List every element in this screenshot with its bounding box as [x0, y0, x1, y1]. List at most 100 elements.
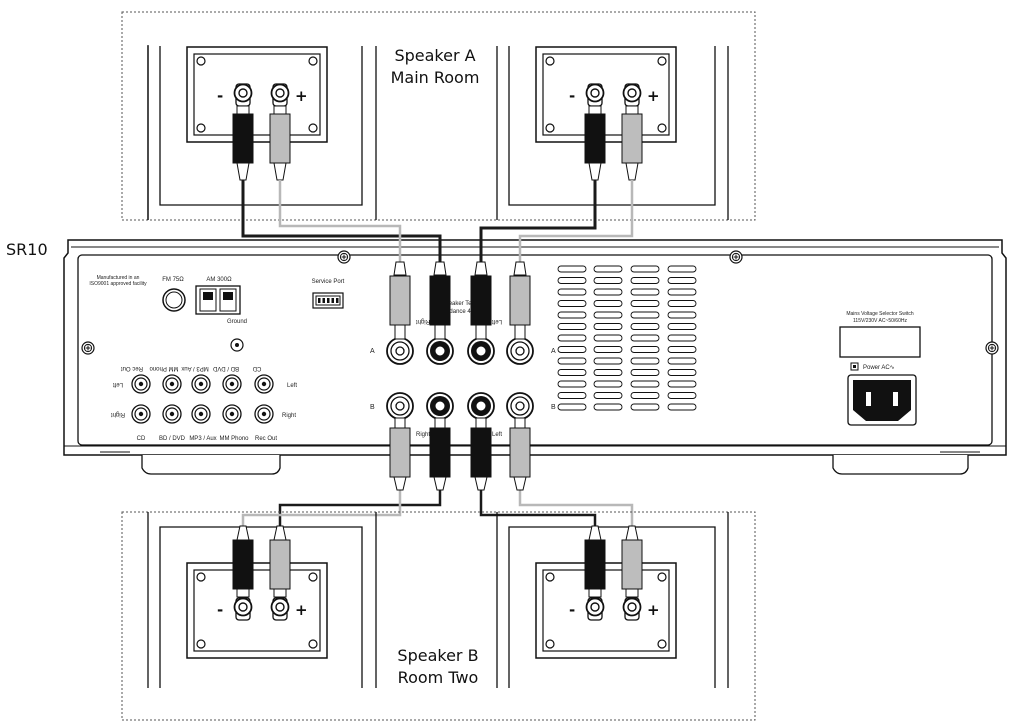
terminal-post-icon [270, 597, 290, 621]
amp-terminal-b-left-minus[interactable] [467, 392, 495, 420]
grey-plug-icon [269, 525, 291, 598]
vent-slot [557, 277, 587, 284]
vent-slot [630, 265, 660, 273]
vent-slot [630, 288, 660, 296]
zone-letter-a-left: A [370, 348, 375, 355]
service-port[interactable] [312, 292, 344, 309]
vent-slot [667, 323, 697, 330]
input-label-mp3-inverted: MP3 / Aux [181, 365, 208, 371]
vent-slot [593, 380, 623, 388]
vent-slot [557, 403, 587, 411]
speaker-cables [241, 180, 634, 526]
vent-slot [667, 311, 697, 319]
amp-terminal-a-right-plus[interactable] [386, 337, 414, 365]
grey-plug-icon [509, 261, 531, 340]
plus-sign: + [295, 87, 308, 105]
vent-slot [557, 380, 587, 388]
plus-sign: + [647, 87, 660, 105]
am-antenna-terminal[interactable] [195, 285, 241, 315]
vent-slot [667, 265, 697, 273]
black-plug-icon [232, 105, 254, 181]
loudspeaker-terminals-label: Loudspeaker Terminals [429, 301, 491, 307]
vent-slot [593, 334, 623, 342]
power-inlet-socket[interactable] [847, 374, 917, 426]
vent-slot [630, 392, 660, 399]
amp-plugs-a [389, 261, 531, 340]
amp-terminal-a-right-minus[interactable] [426, 337, 454, 365]
vent-slot [667, 392, 697, 399]
input-label-recout: Rec Out [255, 436, 277, 442]
vent-slot [557, 392, 587, 399]
service-port-label: Service Port [312, 279, 345, 285]
screw-icon [729, 250, 743, 264]
zone-letter-b-right: B [551, 404, 556, 411]
minus-sign: - [217, 601, 223, 619]
zone-letter-a-right: A [551, 348, 556, 355]
vent-slot [593, 323, 623, 330]
vent-slot [667, 357, 697, 365]
vent-slot [667, 403, 697, 411]
vent-slot [557, 357, 587, 365]
vent-slot [557, 323, 587, 330]
amp-terminal-a-left-minus[interactable] [467, 337, 495, 365]
rca-jack-icon[interactable] [131, 404, 151, 424]
vent-slot [630, 357, 660, 365]
vent-slot [593, 277, 623, 284]
vent-slot [593, 265, 623, 273]
vent-slot [630, 311, 660, 319]
input-label-phono-inverted: MM Phono [149, 365, 179, 371]
vent-slot [593, 403, 623, 411]
rca-jack-icon[interactable] [131, 374, 151, 394]
rca-jack-icon[interactable] [191, 404, 211, 424]
speaker-a-title: Speaker A [394, 46, 475, 65]
rca-jack-icon[interactable] [222, 404, 242, 424]
model-label: SR10 [6, 240, 48, 259]
ground-terminal[interactable] [230, 338, 244, 352]
speaker-b-title: Speaker B [397, 646, 478, 665]
amp-terminal-b-right-minus[interactable] [426, 392, 454, 420]
plus-sign: + [295, 601, 308, 619]
input-label-cd: CD [137, 436, 146, 442]
rca-jack-icon[interactable] [222, 374, 242, 394]
black-plug-icon [429, 417, 451, 491]
rca-jack-icon[interactable] [254, 404, 274, 424]
speaker-b-subtitle: Room Two [398, 668, 479, 687]
vent-slot [630, 334, 660, 342]
vent-slot [667, 277, 697, 284]
channel-left-inverted: Left [492, 318, 502, 324]
minus-sign: - [569, 87, 575, 105]
row-left-label-inverted: Left [113, 381, 123, 387]
amp-terminal-b-left-plus[interactable] [506, 392, 534, 420]
vent-slot [667, 346, 697, 353]
speaker-a-subtitle: Main Room [391, 68, 480, 87]
vent-slot [667, 369, 697, 376]
amp-terminal-a-left-plus[interactable] [506, 337, 534, 365]
rca-jack-icon[interactable] [191, 374, 211, 394]
vent-slot [630, 277, 660, 284]
rca-jack-icon[interactable] [162, 374, 182, 394]
voltage-selector-switch[interactable] [839, 326, 921, 358]
screw-icon [985, 341, 999, 355]
speaker-a-zone: - + - + Speaker A Main Room [121, 11, 756, 221]
black-plug-icon [584, 525, 606, 598]
input-label-bd-inverted: BD / DVD [212, 365, 239, 371]
vent-slot [630, 300, 660, 307]
vent-slot [593, 346, 623, 353]
grey-plug-icon [389, 261, 411, 340]
terminal-post-icon [233, 597, 253, 621]
row-left-label: Left [287, 383, 297, 389]
input-label-recout-inverted: Rec Out [121, 365, 143, 371]
vent-slot [557, 311, 587, 319]
vent-slot [593, 369, 623, 376]
channel-right-inverted: Right [416, 318, 430, 324]
manufactured-note-line1: Manufactured in an [97, 275, 140, 281]
vent-slot [557, 369, 587, 376]
voltage-label-line2: 115V/230V AC~50/60Hz [853, 318, 907, 324]
fm-antenna-socket[interactable] [162, 288, 186, 312]
amp-terminal-b-right-plus[interactable] [386, 392, 414, 420]
power-label: Power AC∿ [863, 365, 895, 371]
rca-jack-icon[interactable] [254, 374, 274, 394]
rca-jack-icon[interactable] [162, 404, 182, 424]
vent-slot [593, 300, 623, 307]
